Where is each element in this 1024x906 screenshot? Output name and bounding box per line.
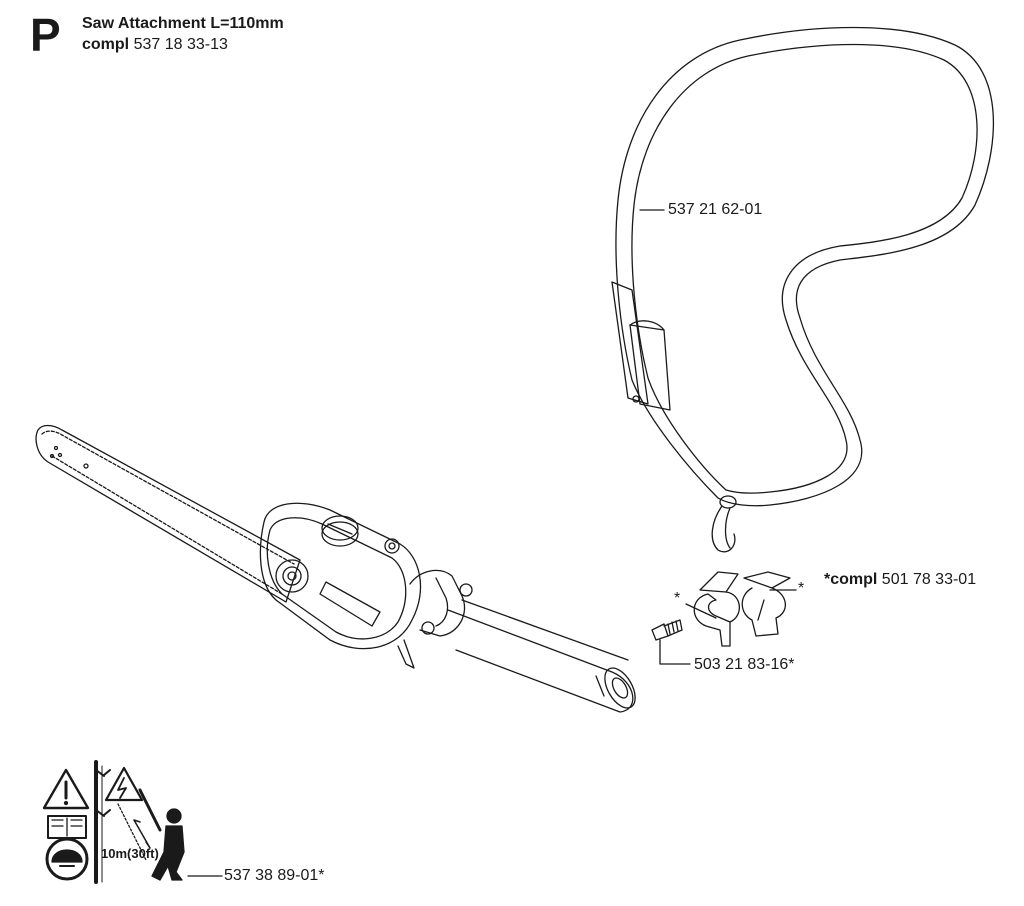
asterisk-left: * xyxy=(674,590,681,607)
subtitle-part-number: 537 18 33-13 xyxy=(133,36,228,53)
harness-strap xyxy=(615,26,995,507)
helmet-icon xyxy=(45,837,89,881)
electric-hazard-icon xyxy=(104,766,144,802)
clamp-collar xyxy=(409,569,473,637)
page-subtitle: compl 537 18 33-13 xyxy=(82,35,228,55)
strap-hook xyxy=(711,495,737,553)
screw-part-label: 503 21 83-16* xyxy=(694,656,795,673)
harness-part-label: 537 21 62-01 xyxy=(668,201,763,218)
manual-book-icon xyxy=(47,815,87,839)
bracket-screw xyxy=(651,619,683,641)
screw-leader xyxy=(659,639,691,665)
bracket-left-leader xyxy=(685,603,717,619)
bracket-kit-part: 501 78 33-01 xyxy=(881,571,977,588)
subtitle-compl: compl xyxy=(82,36,130,53)
drive-tube xyxy=(447,599,636,713)
bracket-right xyxy=(741,571,791,637)
page-title: Saw Attachment L=110mm xyxy=(82,15,284,32)
bracket-left xyxy=(693,571,740,647)
warning-decal xyxy=(42,760,185,884)
oil-cap xyxy=(321,515,359,547)
strap-buckle xyxy=(611,281,671,411)
gear-housing xyxy=(259,502,422,669)
chain-bar xyxy=(35,424,301,603)
decal-part-label: 537 38 89-01* xyxy=(224,867,325,884)
section-letter: P xyxy=(30,9,61,61)
operator-figure-icon xyxy=(138,788,185,881)
asterisk-right: * xyxy=(798,580,805,597)
tension-screw xyxy=(384,538,400,554)
bracket-kit-prefix: *compl xyxy=(824,571,878,588)
warning-triangle-icon xyxy=(42,768,90,810)
bracket-kit-label: *compl 501 78 33-01 xyxy=(824,571,976,589)
decal-distance: 10m(30ft) xyxy=(101,846,159,861)
